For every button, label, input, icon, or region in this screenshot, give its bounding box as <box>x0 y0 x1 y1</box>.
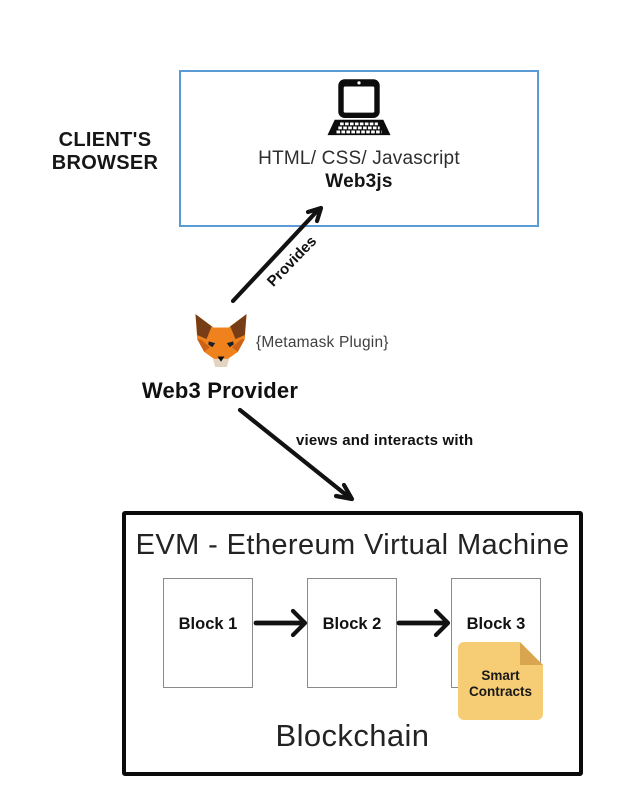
views-arrow <box>237 407 355 502</box>
blockchain-caption: Blockchain <box>275 718 430 753</box>
evm-box: EVM - Ethereum Virtual Machine Block 1 B… <box>122 511 583 776</box>
client-browser-label: CLIENT'S BROWSER <box>51 129 159 175</box>
provides-arrow-label: Provides <box>263 232 321 291</box>
block-1: Block 1 <box>163 578 253 688</box>
client-browser-box: HTML/ CSS/ Javascript Web3js <box>179 70 539 227</box>
tech-stack-label: HTML/ CSS/ Javascript <box>258 148 460 169</box>
smart-contracts-note: Smart Contracts <box>458 642 543 720</box>
block-1-label: Block 1 <box>178 615 238 633</box>
smart-contracts-label: Smart Contracts <box>468 668 532 700</box>
block-2: Block 2 <box>307 578 397 688</box>
laptop-icon <box>327 79 391 136</box>
evm-title: EVM - Ethereum Virtual Machine <box>135 529 570 561</box>
metamask-fox-icon <box>195 314 247 367</box>
views-arrow-label: views and interacts with <box>296 432 474 449</box>
block-2-label: Block 2 <box>322 615 382 633</box>
web3js-label: Web3js <box>325 171 393 192</box>
metamask-plugin-label: {Metamask Plugin} <box>256 334 389 351</box>
block-3-label: Block 3 <box>466 615 526 633</box>
web3-provider-label: Web3 Provider <box>141 378 299 403</box>
